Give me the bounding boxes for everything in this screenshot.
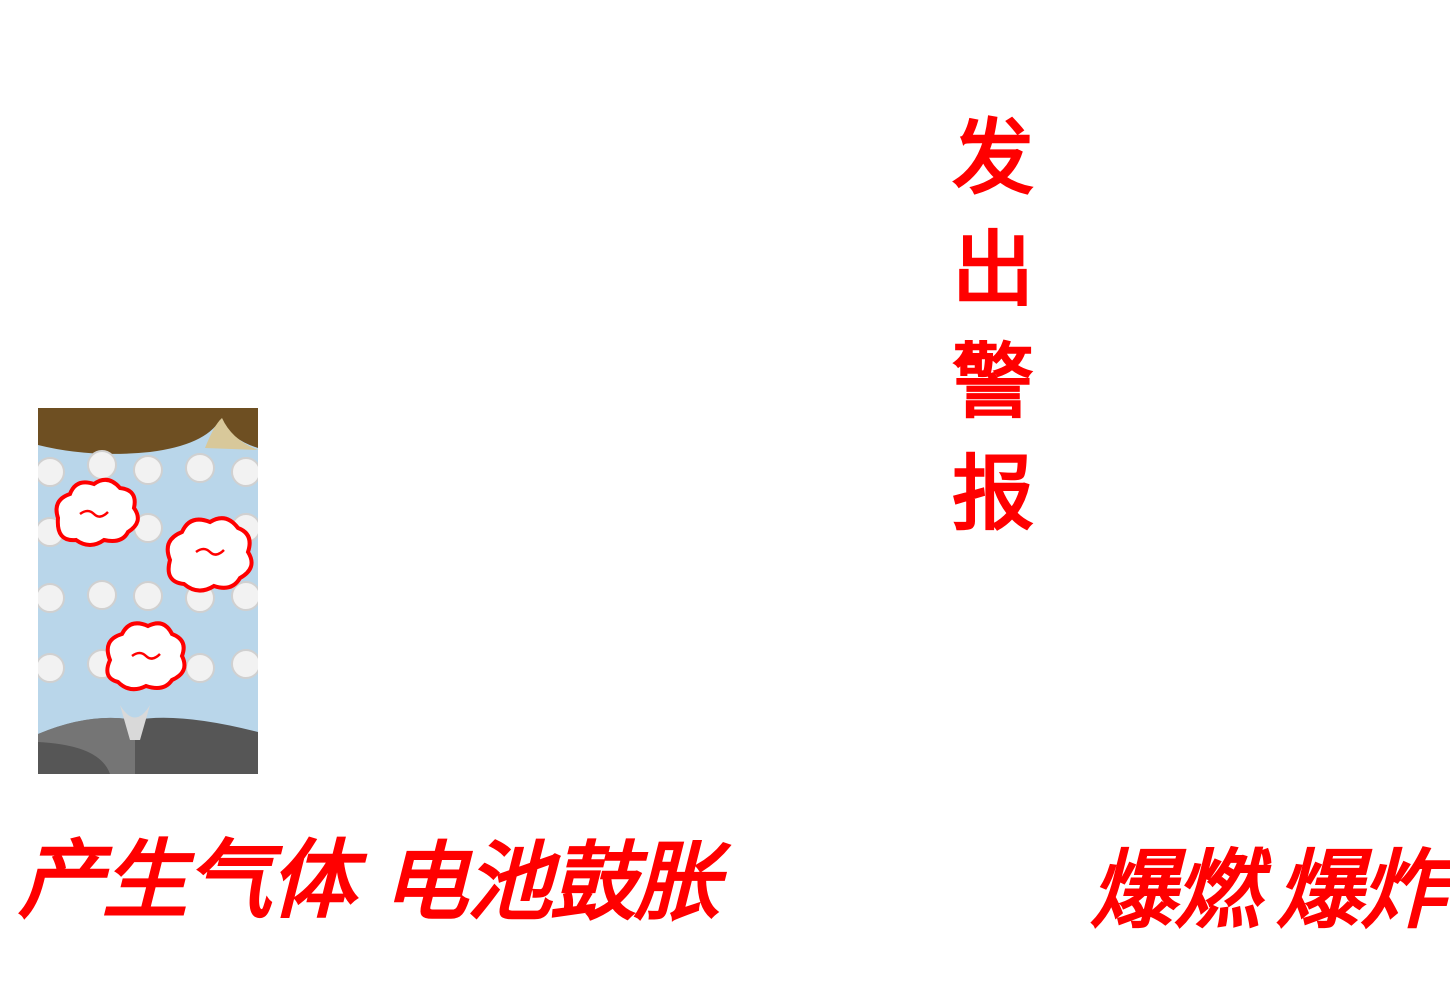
label-alarm-char: 出: [951, 223, 1034, 318]
label-gas-generation: 产生气体: [18, 831, 356, 931]
cell-cross-section: [38, 408, 258, 774]
label-battery-swelling: 电池鼓胀: [382, 833, 720, 933]
label-alarm-char: 报: [951, 447, 1034, 542]
label-burn-explode: 爆燃爆炸: [1090, 848, 1450, 934]
label-alarm-char: 发: [951, 111, 1034, 206]
label-deflagration: 爆燃: [1090, 841, 1260, 941]
label-alarm: 发 出 警 报: [948, 118, 1038, 566]
label-explosion: 爆炸: [1276, 841, 1446, 941]
label-alarm-char: 警: [951, 335, 1034, 430]
